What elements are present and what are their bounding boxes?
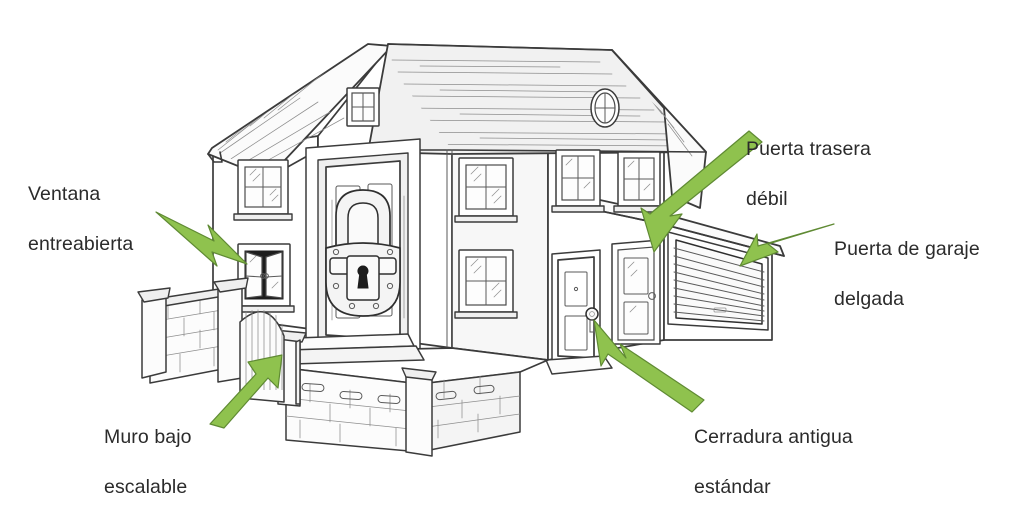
label-line-2: escalable bbox=[104, 476, 188, 498]
roof-ridge bbox=[387, 43, 613, 51]
arrow-puerta-garaje bbox=[739, 223, 835, 267]
label-line-1: Cerradura antigua bbox=[694, 426, 853, 448]
garage-door bbox=[675, 239, 763, 325]
garage-door-slats bbox=[673, 247, 765, 322]
porch-base-right bbox=[419, 371, 521, 453]
label-line-1: Muro bajo bbox=[104, 426, 192, 448]
ajar-window bbox=[233, 243, 295, 313]
pillar-mid-cap bbox=[213, 277, 249, 293]
ajar-window-sash-left bbox=[245, 251, 263, 299]
label-line-1: Puerta de garaje bbox=[834, 238, 980, 260]
left-upper-window bbox=[233, 159, 293, 221]
label-line-2: entreabierta bbox=[28, 233, 134, 255]
arrow-cerradura-antigua bbox=[593, 319, 705, 413]
padlock-rivets bbox=[332, 248, 394, 310]
label-puerta-trasera-debil: Puerta trasera débil bbox=[746, 112, 871, 237]
porch-vents bbox=[301, 382, 401, 405]
padlock-shackle-inner bbox=[347, 202, 379, 250]
pillar-left-cap bbox=[137, 287, 171, 303]
infographic-root: Ventana entreabierta Muro bajo escalable… bbox=[28, 43, 980, 498]
label-ventana-entreabierta: Ventana entreabierta bbox=[28, 157, 133, 282]
garage-door-handle bbox=[713, 307, 727, 313]
ajar-window-sash-right bbox=[265, 251, 283, 299]
porch-corner-pilaster bbox=[405, 373, 433, 457]
house-illustration bbox=[137, 43, 835, 457]
label-line-2: estándar bbox=[694, 476, 771, 498]
arrow-muro-bajo bbox=[209, 354, 283, 429]
side-door-lock bbox=[585, 307, 599, 333]
label-line-1: Puerta trasera bbox=[746, 138, 871, 160]
porch-base-right-bricks bbox=[420, 375, 520, 439]
oval-window bbox=[590, 88, 620, 128]
porch-step-bottom bbox=[287, 345, 425, 365]
label-cerradura-antigua-estandar: Cerradura antigua estándar bbox=[694, 400, 853, 525]
far-upper-window-right bbox=[613, 151, 665, 213]
label-puerta-garaje-delgada: Puerta de garaje delgada bbox=[834, 212, 980, 337]
label-line-2: débil bbox=[746, 188, 788, 210]
label-line-1: Ventana bbox=[28, 183, 101, 205]
eave-left bbox=[207, 151, 223, 163]
low-wall-right bbox=[295, 339, 301, 405]
porch-assembly bbox=[285, 333, 549, 457]
side-door bbox=[545, 249, 613, 375]
right-upper-window bbox=[454, 157, 518, 223]
back-door bbox=[611, 239, 661, 345]
arrow-ventana-entreabierta bbox=[155, 211, 248, 267]
downspout-right bbox=[446, 149, 453, 349]
arrow-puerta-trasera bbox=[640, 130, 763, 253]
callout-arrows bbox=[155, 130, 835, 429]
low-wall-pillar-mid bbox=[217, 285, 243, 383]
label-line-2: delgada bbox=[834, 288, 905, 310]
label-muro-bajo-escalable: Muro bajo escalable bbox=[104, 400, 192, 525]
side-door-step bbox=[545, 355, 613, 375]
porch-vents-right bbox=[435, 384, 495, 401]
right-lower-window bbox=[454, 249, 518, 319]
attic-window bbox=[346, 87, 380, 127]
far-upper-window-left bbox=[551, 149, 605, 213]
roof-assembly bbox=[207, 43, 707, 349]
porch-pilaster-cap bbox=[401, 367, 437, 381]
padlock-icon bbox=[325, 189, 401, 317]
low-wall-pillar-left bbox=[141, 295, 167, 379]
padlock-keyhole bbox=[357, 265, 369, 289]
